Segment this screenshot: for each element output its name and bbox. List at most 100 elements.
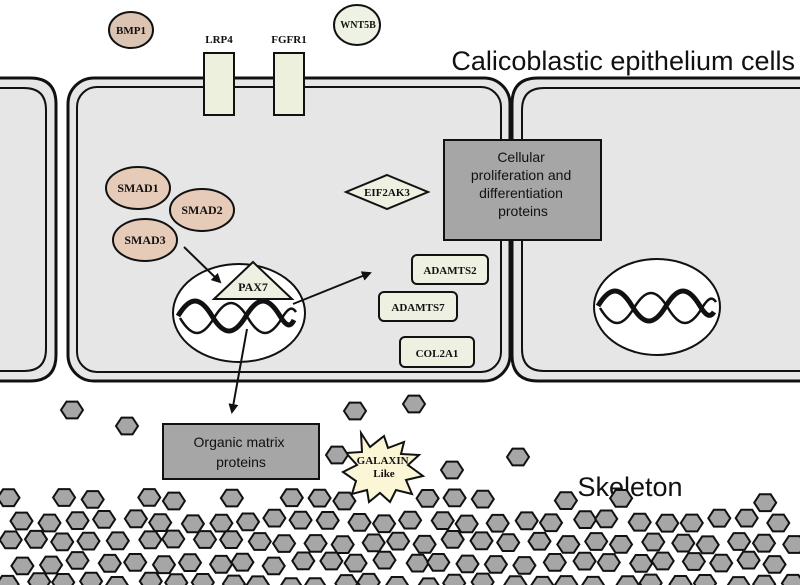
crystal-hexagon — [530, 575, 555, 585]
crystal-hexagon — [332, 491, 357, 511]
crystal-hexagon — [734, 508, 759, 528]
crystal-hexagon — [219, 488, 245, 508]
crystal-hexagon — [412, 534, 437, 554]
crystal-hexagon — [319, 551, 344, 571]
smad3: SMAD3 — [112, 218, 178, 262]
crystal-hexagon — [726, 532, 752, 551]
crystal-hexagon — [361, 533, 386, 553]
crystal-hexagon — [371, 514, 397, 534]
crystal-hexagon — [76, 531, 101, 551]
pax7-node: PAX7 — [211, 260, 295, 300]
crystal-hexagon — [470, 572, 495, 585]
crystal-hexagon — [455, 554, 480, 574]
arrow-pax7-to-organic — [228, 328, 248, 414]
crystal-hexagon — [782, 535, 800, 554]
crystal-hexagon — [584, 532, 609, 551]
ligand-wnt5b: WNT5B — [333, 4, 381, 46]
crystal-hexagon — [430, 511, 455, 530]
crystal-hexagon — [573, 510, 598, 529]
crystal-hexagon — [303, 534, 328, 553]
crystal-hexagon — [138, 530, 163, 550]
crystal-hexagon — [235, 512, 261, 532]
crystal-hexagon — [641, 532, 666, 552]
crystal-hexagon — [180, 514, 206, 534]
crystal-hexagon — [65, 511, 90, 530]
crystal-hexagon — [23, 529, 49, 549]
crystal-hexagon — [151, 555, 177, 575]
galaxin-star: GALAXIN Like — [341, 429, 426, 504]
smad3-label: SMAD3 — [124, 233, 165, 247]
smad1: SMAD1 — [105, 166, 171, 210]
crystal-hexagon — [615, 575, 640, 585]
crystal-hexagon — [9, 511, 34, 531]
crystal-hexagon — [80, 490, 105, 509]
gene-label-col2a1: COL2A1 — [416, 348, 459, 360]
crystal-hexagon — [780, 573, 800, 585]
crystal-hexagon — [230, 552, 255, 572]
crystal-hexagon — [0, 574, 20, 585]
smad1-label: SMAD1 — [117, 181, 158, 195]
crystal-hexagon — [527, 531, 552, 551]
gene-label-adamts7: ADAMTS7 — [391, 302, 445, 314]
crystal-hexagon — [736, 550, 761, 570]
crystal-hexagon — [483, 555, 509, 574]
crystal-hexagon — [766, 513, 791, 533]
crystal-hexagon — [38, 555, 64, 575]
crystal-hexagon — [594, 509, 619, 529]
crystal-hexagon — [627, 512, 652, 532]
proliferation-line-2: proliferation and — [471, 167, 571, 183]
crystal-hexagon — [209, 513, 234, 533]
crystal-hexagon — [291, 551, 316, 571]
proliferation-line-4: proteins — [498, 203, 548, 219]
crystal-hexagon — [190, 573, 215, 585]
crystal-hexagon — [572, 551, 597, 571]
crystal-hexagon — [692, 574, 718, 585]
crystal-hexagon — [330, 535, 355, 554]
crystal-hexagon — [262, 508, 287, 528]
crystal-hexagon — [442, 573, 467, 585]
crystal-hexagon — [385, 531, 411, 551]
crystal-hexagon — [0, 530, 23, 550]
crystal-hexagon — [454, 514, 479, 534]
crystal-hexagon — [503, 575, 528, 585]
proliferation-box: Cellular proliferation and differentiati… — [443, 139, 602, 241]
organic-line-2: proteins — [216, 454, 266, 470]
crystal-hexagon — [334, 574, 359, 585]
gene-adamts7: ADAMTS7 — [378, 291, 458, 322]
organic-matrix-box: Organic matrix proteins — [162, 423, 320, 480]
crystal-hexagon — [442, 488, 467, 508]
crystal-hexagon — [123, 509, 149, 529]
crystal-hexagon — [219, 530, 244, 549]
crystal-hexagon — [37, 513, 62, 533]
crystal-hexagon — [161, 529, 186, 549]
proliferation-line-3: differentiation — [479, 185, 563, 201]
receptor-fgfr1 — [273, 52, 305, 116]
crystal-hexagon — [762, 555, 787, 574]
crystal-hexagon — [164, 573, 189, 585]
crystal-hexagon — [554, 575, 579, 585]
galaxin-line-1: GALAXIN — [357, 455, 409, 467]
smad2: SMAD2 — [169, 188, 235, 232]
crystal-hexagon — [105, 531, 130, 551]
crystal-hexagon — [415, 489, 440, 508]
crystal-hexagon — [247, 532, 272, 551]
crystal-hexagon — [671, 533, 696, 553]
ligand-label-bmp1: BMP1 — [116, 25, 146, 37]
smad2-label: SMAD2 — [181, 203, 222, 217]
left-cell — [0, 76, 58, 383]
ligand-bmp1: BMP1 — [108, 11, 154, 49]
crystal-hexagon — [97, 553, 122, 573]
proliferation-line-1: Cellular — [497, 149, 545, 165]
crystal-hexagon — [161, 491, 187, 511]
crystal-hexagon — [91, 510, 117, 529]
crystal-hexagon — [668, 575, 693, 585]
crystal-hexagon — [27, 572, 52, 585]
crystal-hexagon — [0, 488, 21, 508]
crystal-hexagon — [221, 574, 247, 585]
crystal-hexagon — [470, 489, 495, 509]
crystal-hexagon — [245, 575, 270, 585]
organic-line-1: Organic matrix — [194, 434, 285, 450]
crystal-hexagon — [655, 513, 680, 533]
crystal-hexagon — [650, 551, 675, 571]
crystal-hexagon — [342, 401, 368, 421]
